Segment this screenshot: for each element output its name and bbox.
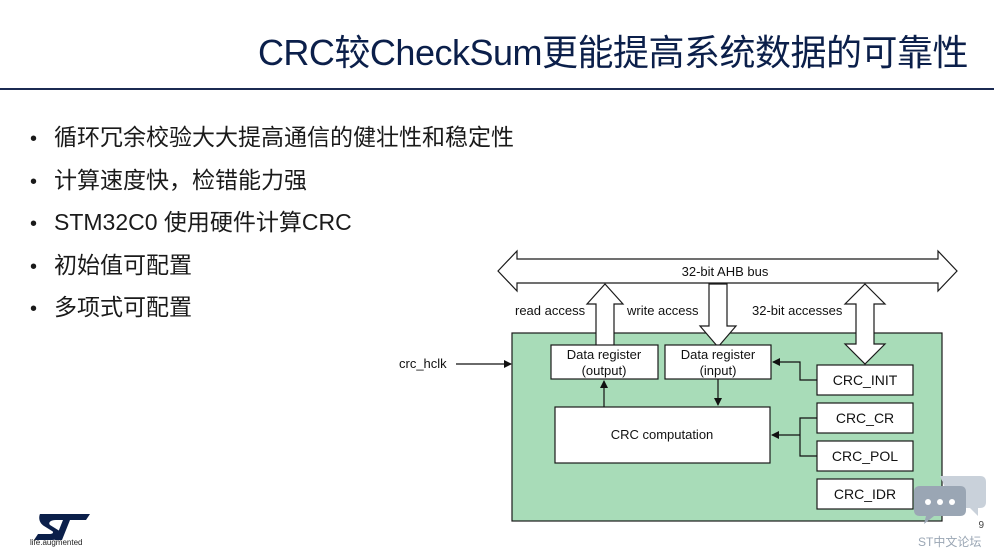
ahb-bus-label: 32-bit AHB bus bbox=[682, 264, 769, 279]
bullet-list: • 循环冗余校验大大提高通信的健壮性和稳定性 • 计算速度快，检错能力强 • STM3… bbox=[30, 116, 514, 329]
watermark-text: ST中文论坛 bbox=[918, 535, 982, 549]
bullet-marker: • bbox=[30, 213, 38, 235]
tagline: life.augmented bbox=[30, 538, 83, 547]
bullet-marker: • bbox=[30, 255, 38, 278]
init-to-input-arrow bbox=[772, 358, 817, 381]
bullet-item: • 初始值可配置 bbox=[30, 244, 514, 287]
crc-idr-label: CRC_IDR bbox=[834, 486, 896, 502]
crc-pol-label: CRC_POL bbox=[832, 448, 898, 464]
clock-label: crc_hclk bbox=[399, 356, 447, 371]
bullet-marker: • bbox=[30, 128, 38, 150]
pol-to-computation-line bbox=[799, 435, 817, 457]
bullet-text: 循环冗余校验大大提高通信的健壮性和稳定性 bbox=[54, 124, 514, 150]
title-divider bbox=[0, 88, 994, 90]
read-access-label: read access bbox=[515, 303, 586, 318]
slide-title: CRC较CheckSum更能提高系统数据的可靠性 bbox=[257, 32, 969, 73]
page-number: 9 bbox=[978, 520, 984, 531]
bit-accesses-label: 32-bit accesses bbox=[752, 303, 843, 318]
crc-cr-register bbox=[816, 402, 914, 434]
bullet-marker: • bbox=[30, 170, 38, 193]
data-register-input-line2: (input) bbox=[700, 363, 737, 378]
bullet-item: • STM32C0 使用硬件计算CRC bbox=[30, 201, 514, 244]
bullet-item: • 循环冗余校验大大提高通信的健壮性和稳定性 bbox=[30, 116, 514, 159]
bullet-text: 计算速度快，检错能力强 bbox=[54, 166, 307, 193]
cr-to-computation-line bbox=[799, 417, 817, 435]
bullet-marker: • bbox=[30, 298, 38, 320]
crc-idr-register bbox=[816, 478, 914, 510]
crc-computation-block bbox=[554, 406, 771, 464]
bullet-text: 多项式可配置 bbox=[54, 294, 192, 320]
crc-cr-label: CRC_CR bbox=[836, 410, 894, 426]
write-access-label: write access bbox=[626, 303, 699, 318]
data-register-output-line2: (output) bbox=[582, 363, 627, 378]
crc-pol-register bbox=[816, 440, 914, 472]
crc-init-label: CRC_INIT bbox=[833, 372, 898, 388]
chat-bubble-icon bbox=[914, 476, 986, 524]
bullet-item: • 多项式可配置 bbox=[30, 286, 514, 329]
crc-computation-label: CRC computation bbox=[611, 427, 714, 442]
bullet-item: • 计算速度快，检错能力强 bbox=[30, 159, 514, 202]
st-logo bbox=[34, 514, 90, 540]
bullet-text: STM32C0 使用硬件计算CRC bbox=[54, 209, 352, 235]
data-register-output-line1: Data register bbox=[567, 347, 642, 362]
write-access-arrow bbox=[698, 283, 738, 348]
bit-accesses-arrow bbox=[843, 283, 887, 365]
bullet-text: 初始值可配置 bbox=[54, 251, 192, 278]
data-register-output bbox=[550, 344, 659, 380]
crc-init-register bbox=[816, 364, 914, 396]
data-register-input-line1: Data register bbox=[681, 347, 756, 362]
ahb-bus-arrow bbox=[497, 249, 958, 293]
read-access-arrow bbox=[585, 283, 625, 348]
